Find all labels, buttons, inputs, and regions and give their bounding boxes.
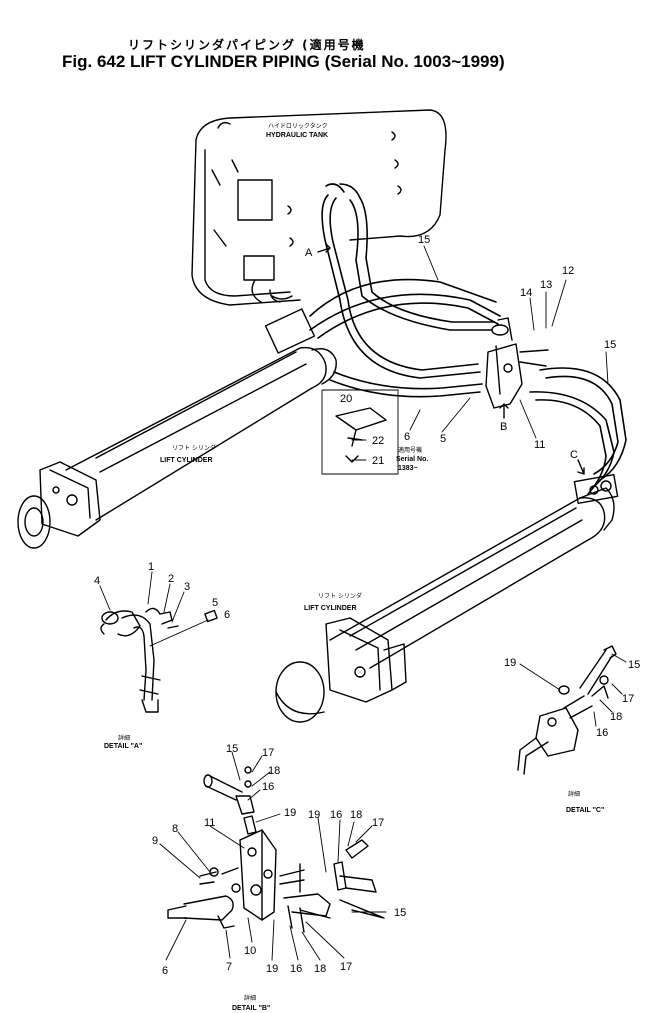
part-5: 5 <box>440 433 446 445</box>
part-22: 22 <box>372 435 384 447</box>
part-13: 13 <box>540 279 552 291</box>
figure-title: Fig. 642 LIFT CYLINDER PIPING (Serial No… <box>62 52 505 71</box>
detail-b-part-17-top: 17 <box>262 747 274 759</box>
detail-a-leaders <box>99 571 185 623</box>
detail-b-part-19-top: 19 <box>284 807 296 819</box>
detail-a-label: DETAIL "A" <box>104 743 142 750</box>
detail-a-drawing <box>100 607 218 713</box>
serial-note: Serial No. <box>396 456 428 463</box>
detail-b-part-17-right: 17 <box>372 817 384 829</box>
detail-c-part-16: 16 <box>596 727 608 739</box>
right-cylinder-fittings <box>573 473 619 505</box>
detail-c-label: DETAIL "C" <box>566 807 604 814</box>
hydraulic-tank-jp-label: ハイドロリックタンク <box>268 122 328 130</box>
detail-a-part-4: 4 <box>94 575 100 587</box>
left-lift-cylinder <box>17 308 337 549</box>
detail-b-part-8: 8 <box>172 823 178 835</box>
arrow-b-label: B <box>500 421 507 433</box>
detail-b-part-19-right: 19 <box>308 809 320 821</box>
right-cylinder-label: LIFT CYLINDER <box>304 605 357 612</box>
main-hoses <box>309 183 627 495</box>
bracket-inset <box>321 389 399 475</box>
detail-b-part-18-top: 18 <box>268 765 280 777</box>
view-arrows <box>317 243 585 475</box>
part-21: 21 <box>372 455 384 467</box>
left-cylinder-jp-label: リフト シリンダ <box>172 444 216 452</box>
detail-b-part-9: 9 <box>152 835 158 847</box>
main-leaders <box>409 245 609 439</box>
detail-b-part-11: 11 <box>204 817 215 829</box>
part-6: 6 <box>404 431 410 443</box>
part-14: 14 <box>520 287 532 299</box>
detail-c-part-15: 15 <box>628 659 640 671</box>
detail-a-part-5: 5 <box>212 597 218 609</box>
detail-b-part-18-right: 18 <box>350 809 362 821</box>
part-12: 12 <box>562 265 574 277</box>
detail-c-leaders <box>519 653 627 727</box>
serial-note-jp: 適用号機 <box>398 446 422 454</box>
detail-c-part-18: 18 <box>610 711 622 723</box>
right-lift-cylinder <box>275 487 615 723</box>
detail-a-jp-label: 詳細 <box>118 734 130 742</box>
detail-c-part-17: 17 <box>622 693 634 705</box>
japanese-title: リフトシリンダパイピング (適用号機 <box>128 38 366 52</box>
detail-c-jp-label: 詳細 <box>568 790 580 798</box>
detail-b-part-6: 6 <box>162 965 168 977</box>
detail-b-drawing <box>167 766 385 933</box>
left-cylinder-label: LIFT CYLINDER <box>160 457 213 464</box>
detail-b-part-15-top: 15 <box>226 743 238 755</box>
detail-a-part-2: 2 <box>168 573 174 585</box>
right-cylinder-jp-label: リフト シリンダ <box>318 592 362 600</box>
detail-b-part-17-bottom: 17 <box>340 961 352 973</box>
detail-b-part-18-bottom: 18 <box>314 963 326 975</box>
detail-b-part-19-bottom: 19 <box>266 963 278 975</box>
detail-b-part-16-bottom: 16 <box>290 963 302 975</box>
arrow-a-label: A <box>305 247 313 259</box>
detail-b-jp-label: 詳細 <box>244 994 256 1002</box>
detail-a-part-1: 1 <box>148 561 154 573</box>
detail-b-part-10: 10 <box>244 945 256 957</box>
serial-note-range: 1383~ <box>398 465 418 472</box>
part-11: 11 <box>534 439 545 451</box>
detail-c-part-19: 19 <box>504 657 516 669</box>
detail-b-part-7: 7 <box>226 961 232 973</box>
main-valve-block <box>485 317 549 409</box>
detail-a-part-6: 6 <box>224 609 230 621</box>
part-20: 20 <box>340 393 352 405</box>
part-15-hose-upper: 15 <box>418 234 430 246</box>
hydraulic-tank <box>191 109 447 306</box>
arrow-c-label: C <box>570 449 578 461</box>
part-15-hose-right: 15 <box>604 339 616 351</box>
detail-b-part-16-right: 16 <box>330 809 342 821</box>
detail-b-label: DETAIL "B" <box>232 1005 270 1012</box>
detail-b-part-16-top: 16 <box>262 781 274 793</box>
detail-b-part-15-right: 15 <box>394 907 406 919</box>
detail-b-leaders <box>159 751 387 961</box>
detail-a-part-3: 3 <box>184 581 190 593</box>
detail-c-drawing <box>517 645 617 775</box>
hydraulic-tank-label: HYDRAULIC TANK <box>266 132 328 139</box>
